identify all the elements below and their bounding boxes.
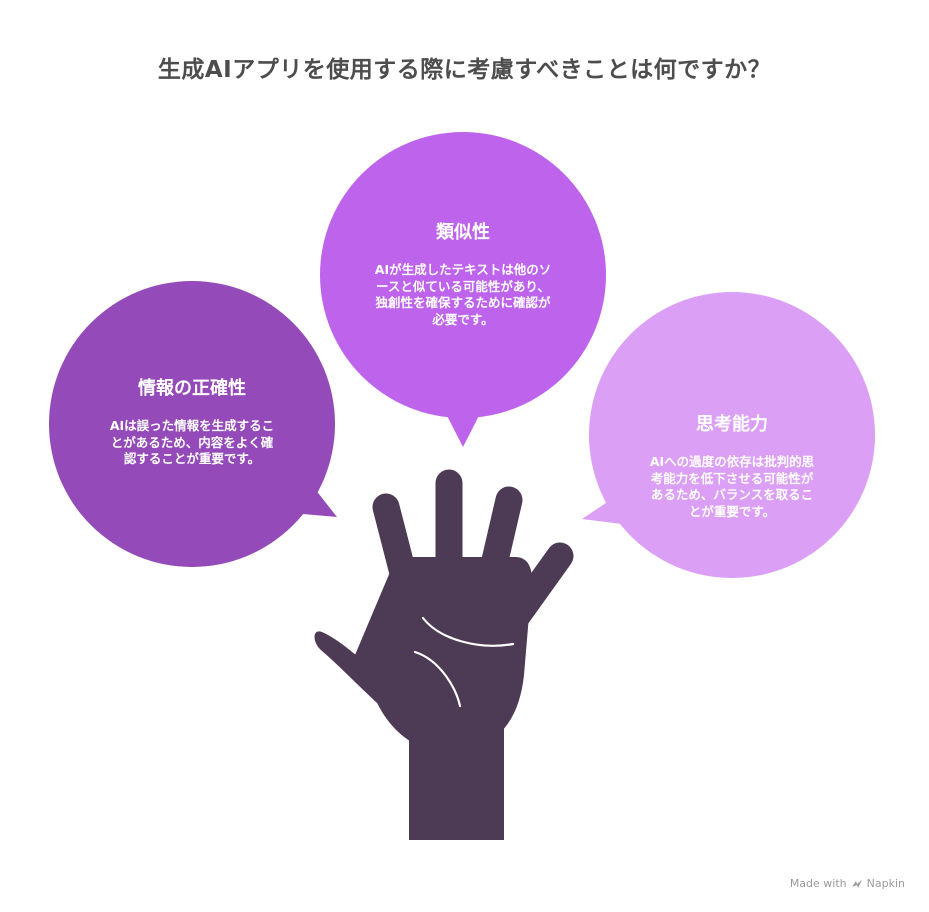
hand-icon [314, 469, 574, 840]
bubble-similarity-title: 類似性 [436, 222, 490, 243]
bubble-accuracy-body: AIは誤った情報を生成することがあるため、内容をよく確認することが重要です。 [109, 418, 275, 466]
bubble-thinking-title: 思考能力 [696, 414, 768, 435]
made-with-label: Made with [789, 877, 847, 890]
napkin-brand: Napkin [866, 877, 905, 890]
bubble-similarity [320, 132, 606, 447]
napkin-logo-icon [851, 879, 862, 888]
watermark: Made with Napkin [790, 877, 905, 890]
page-title: 生成AIアプリを使用する際に考慮すべきことは何ですか？ [157, 57, 772, 83]
bubble-accuracy [49, 281, 337, 567]
bubble-accuracy-title: 情報の正確性 [138, 378, 246, 399]
bubble-accuracy-text: 情報の正確性 AIは誤った情報を生成することがあるため、内容をよく確認することが… [107, 374, 277, 468]
bubble-thinking [582, 292, 875, 578]
bubble-similarity-body: AIが生成したテキストは他のソースと似ている可能性があり、独創性を確保するために… [374, 262, 552, 327]
bubble-thinking-body: AIへの過度の依存は批判的思考能力を低下させる可能性があるため、バランスを取るこ… [649, 454, 815, 519]
bubble-similarity-text: 類似性 AIが生成したテキストは他のソースと似ている可能性があり、独創性を確保す… [373, 218, 553, 328]
bubble-thinking-text: 思考能力 AIへの過度の依存は批判的思考能力を低下させる可能性があるため、バラン… [645, 410, 819, 520]
